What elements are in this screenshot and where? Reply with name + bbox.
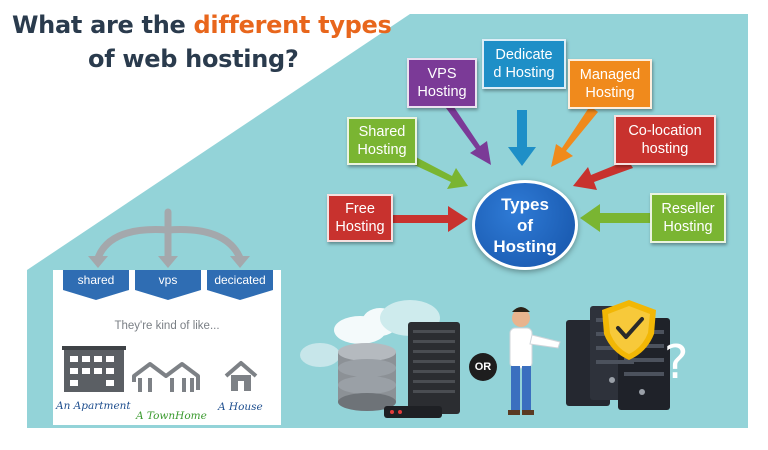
shield-check-icon [602,300,656,360]
title-line-1: What are the different types [12,11,392,39]
node-vps-hosting: VPS Hosting [407,58,477,108]
tab-shared: shared [77,273,115,287]
tab-decicated: decicated [214,273,266,287]
database-icon [338,343,396,411]
node-dedicated-hosting: Dedicate d Hosting [482,39,566,89]
node-free-hosting: Free Hosting [327,194,393,242]
caption-townhome: A TownHome [136,410,207,422]
title-line-2: of web hosting? [88,45,299,73]
caption-apartment: An Apartment [56,400,131,412]
caption-house: A House [218,401,263,413]
tab-vps: vps [158,273,178,287]
question-mark: ? [664,335,689,389]
person-illustration [508,307,561,415]
node-managed-hosting: Managed Hosting [568,59,652,109]
branch-arrowheads [88,256,250,268]
node-reseller-hosting: Reseller Hosting [650,193,726,243]
or-badge: OR [469,353,497,381]
node-co-location-hosting: Co-location hosting [614,115,716,165]
arrows-to-hub [392,104,650,232]
analogy-subtitle: They're kind of like... [114,320,220,332]
hub-types-of-hosting: Types of Hosting [472,180,578,270]
branch-arrows [94,208,244,262]
server-rack-icon [384,322,460,418]
node-shared-hosting: Shared Hosting [347,117,417,165]
